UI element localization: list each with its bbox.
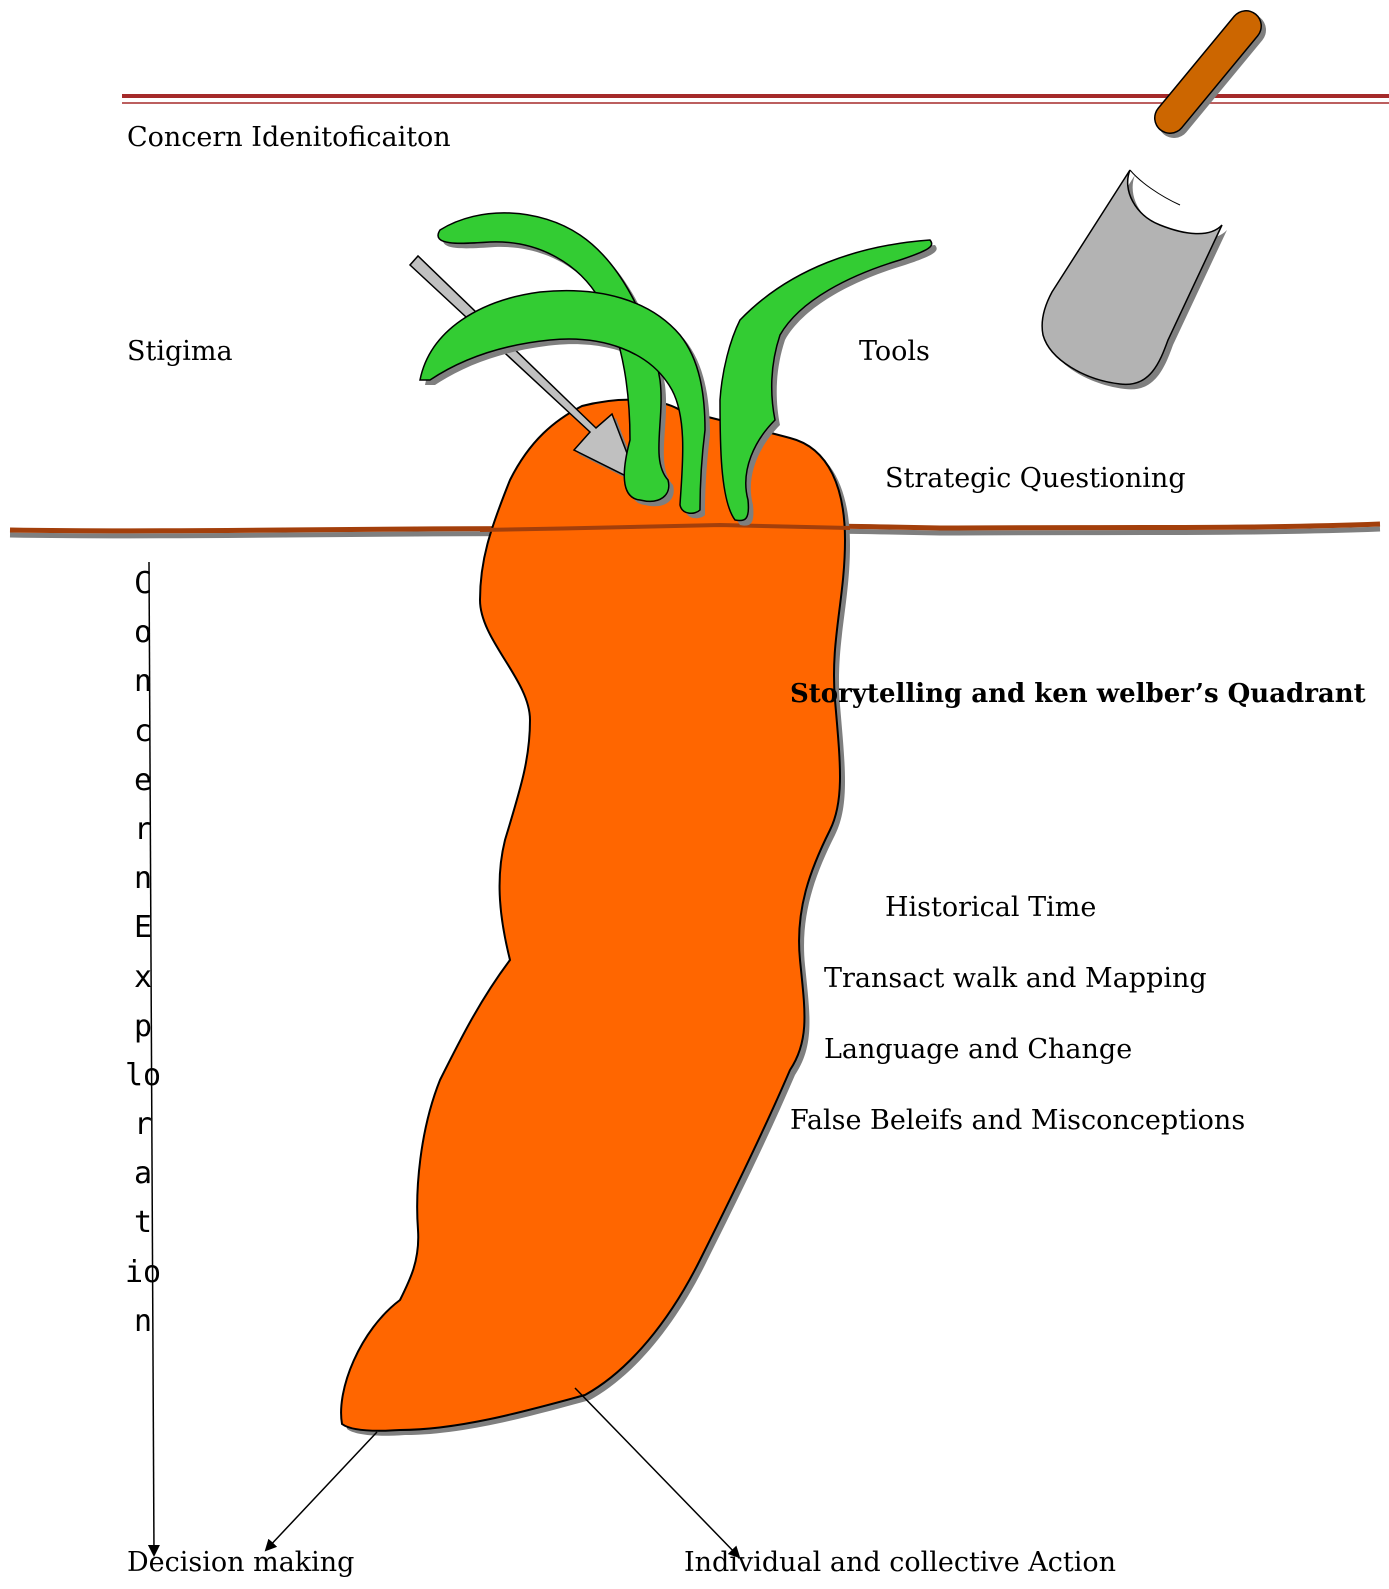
vchar: t (118, 1198, 168, 1247)
vchar: lo (118, 1051, 168, 1100)
concern-exploration-vertical-label: C o n c e r n E x p lo r a t io n (118, 559, 168, 1346)
concern-identification-label: Concern Idenitoficaiton (127, 122, 451, 154)
vchar: n (118, 854, 168, 903)
decision-making-label: Decision making (127, 1547, 354, 1579)
vchar: r (118, 805, 168, 854)
carrot (341, 400, 845, 1431)
trowel-icon (1042, 26, 1250, 389)
vchar: C (118, 559, 168, 608)
vchar: a (118, 1149, 168, 1198)
historical-time-label: Historical Time (885, 892, 1096, 924)
transact-walk-label: Transact walk and Mapping (824, 963, 1207, 995)
stigma-label: Stigima (127, 336, 233, 368)
vchar: p (118, 1002, 168, 1051)
vchar: o (118, 608, 168, 657)
language-change-label: Language and Change (824, 1034, 1132, 1066)
individual-action-label: Individual and collective Action (684, 1547, 1116, 1579)
false-beliefs-label: False Beleifs and Misconceptions (790, 1105, 1245, 1137)
strategic-questioning-label: Strategic Questioning (885, 463, 1186, 495)
vchar: x (118, 953, 168, 1002)
arrow-to-decision (266, 1432, 377, 1550)
storytelling-label: Storytelling and ken welber’s Quadrant (790, 678, 1366, 710)
tools-label: Tools (859, 336, 930, 368)
vchar: r (118, 1100, 168, 1149)
vchar: e (118, 756, 168, 805)
vchar: n (118, 1297, 168, 1346)
vchar: c (118, 707, 168, 756)
vchar: io (118, 1248, 168, 1297)
vchar: n (118, 657, 168, 706)
vchar: E (118, 903, 168, 952)
arrow-to-action (575, 1388, 739, 1557)
